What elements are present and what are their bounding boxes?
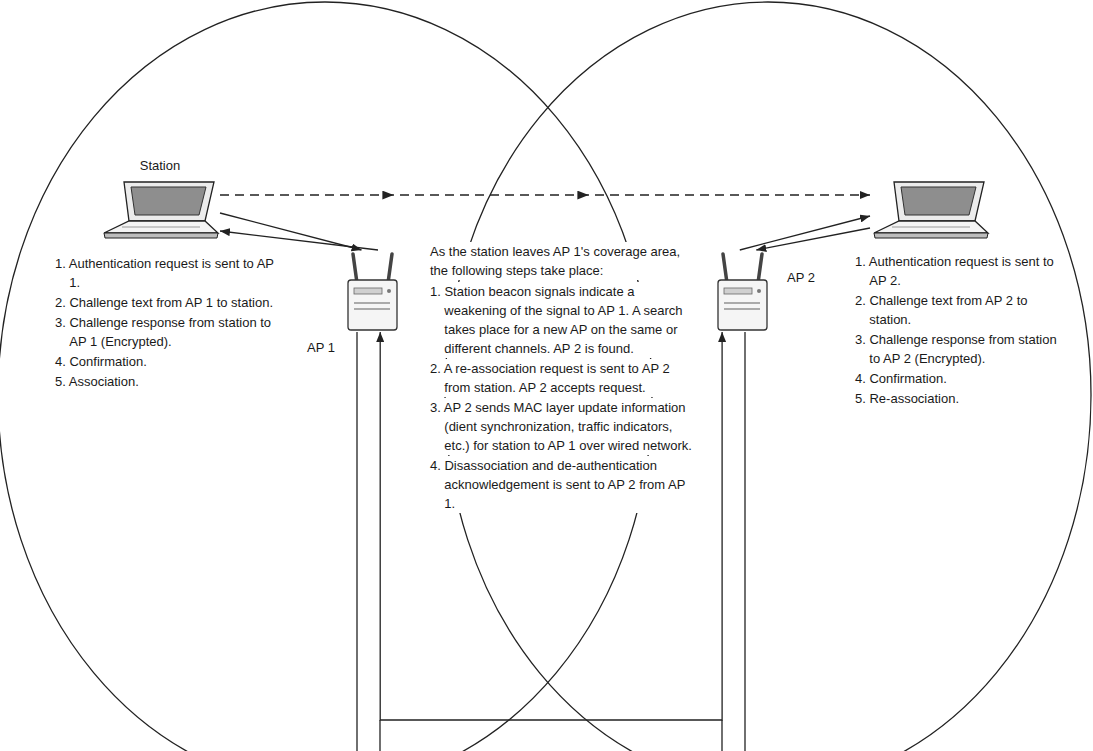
wired-line [379,720,380,751]
step-text: 1. Authentication request is sent to AP … [855,252,1060,290]
laptop-screen [131,187,206,215]
wired-line [356,332,357,751]
station-laptop: Station1. Authentication request is sent… [100,180,220,240]
laptop-icon [870,180,990,240]
step-list: 1. Authentication request is sent to AP … [855,252,1060,409]
note-column: As the station leaves AP 1's coverage ar… [430,242,698,514]
access-point: AP 1 [345,250,400,332]
access-point-body [718,280,767,330]
note-text: As the station leaves AP 1's coverage ar… [430,242,698,280]
step-text: 3. Challenge response from station to AP… [855,330,1060,368]
step-text: 4. Confirmation. [855,369,1060,388]
antenna [758,254,762,283]
step-list: 1. Authentication request is sent to AP … [55,254,283,392]
display-panel [724,288,752,294]
laptop-keys [892,227,970,228]
laptop-keys [122,227,200,228]
step-text: 2. Challenge text from AP 1 to station. [55,293,283,312]
laptop-base [104,233,218,238]
connector [220,213,362,250]
antenna [388,254,392,283]
wired-line [744,332,745,751]
access-point-body [348,280,397,330]
node-label: AP 2 [785,268,817,287]
connector [220,231,378,250]
antenna [353,254,357,283]
connector [740,216,870,250]
connector [380,332,722,720]
step-text: 1. Authentication request is sent to AP … [55,254,283,292]
display-panel [354,288,382,294]
laptop-icon [100,180,220,240]
vent-line [354,308,390,310]
note-text: 1. Station beacon signals indicate a wea… [430,282,698,358]
step-text: 2. Challenge text from AP 2 to station. [855,291,1060,329]
node-label: Station [138,156,182,175]
note-text: 4. Disassociation and de-authentication … [430,456,698,513]
wired-line [721,720,722,751]
vent-line [724,302,760,304]
laptop-screen [901,187,976,215]
note-text: 2. A re-association request is sent to A… [430,359,698,397]
vent-line [724,308,760,310]
step-text: 5. Re-association. [855,389,1060,408]
laptop-lid [894,182,984,221]
status-light [387,289,391,293]
step-text: 4. Confirmation. [55,352,283,371]
movement-arrow [220,194,870,195]
roaming-laptop: 1. Authentication request is sent to AP … [870,180,990,240]
laptop-base [874,233,988,238]
step-text: 5. Association. [55,372,283,391]
step-text: 3. Challenge response from station to AP… [55,313,283,351]
ap-icon [345,250,400,332]
antenna [723,254,727,283]
note-text: 3. AP 2 sends MAC layer update informati… [430,398,698,455]
access-point: AP 2 [715,250,770,332]
node-label: AP 1 [305,338,337,357]
laptop-keyboard [874,221,988,233]
connector [756,228,870,250]
status-light [757,289,761,293]
laptop-lid [124,182,214,221]
vent-line [354,302,390,304]
ap-icon [715,250,770,332]
laptop-keyboard [104,221,218,233]
